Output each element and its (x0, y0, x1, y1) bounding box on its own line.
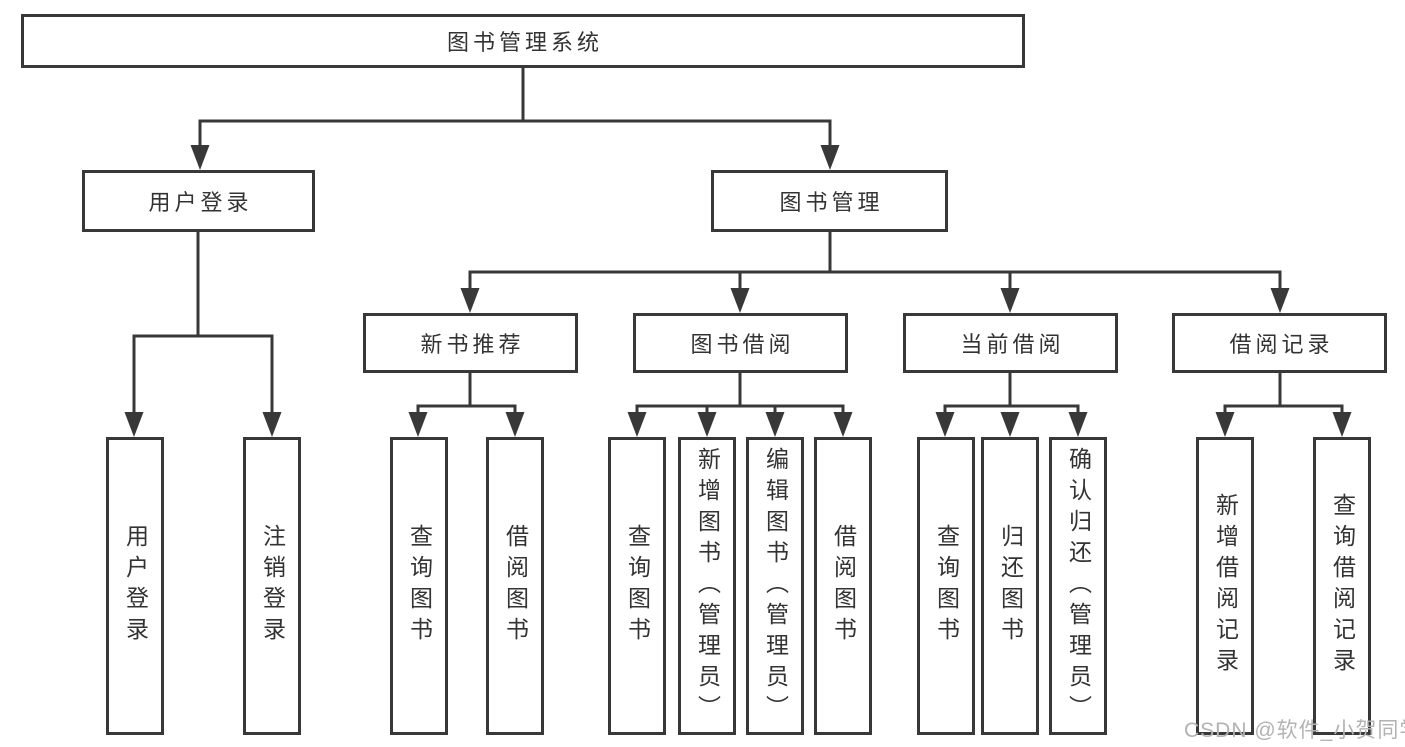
arrow-icon (190, 145, 210, 170)
arrowheads (124, 145, 1352, 437)
edge-new-book-recommend-children (416, 373, 517, 415)
arrow-icon (408, 412, 428, 437)
arrow-icon (627, 412, 647, 437)
leaf-query-book: 查询图书 (608, 437, 666, 735)
node-root-library-system: 图书管理系统 (21, 14, 1025, 68)
leaf-add-book-admin: 新增图书（管理员） (678, 437, 736, 735)
leaf-add-borrow-record: 新增借阅记录 (1196, 437, 1254, 735)
arrow-icon (505, 412, 525, 437)
csdn-watermark: CSDN @软件_小贺同学 (1184, 719, 1405, 742)
leaf-user-login: 用户登录 (106, 437, 164, 735)
arrow-icon (820, 145, 840, 170)
leaf-logout: 注销登录 (243, 437, 301, 735)
edge-user-login-children (132, 232, 274, 414)
node-book-borrow: 图书借阅 (633, 313, 848, 373)
leaf-query-book: 查询图书 (917, 437, 975, 735)
edge-borrow-record-children (1223, 373, 1344, 415)
arrow-icon (1000, 288, 1020, 313)
leaf-borrow-book: 借阅图书 (814, 437, 872, 735)
arrow-icon (730, 288, 750, 313)
edge-book-borrow-children (635, 373, 845, 415)
edge-current-borrow-children (943, 373, 1080, 415)
leaf-query-book: 查询图书 (390, 437, 448, 735)
arrow-icon (765, 412, 785, 437)
node-borrow-record: 借阅记录 (1172, 313, 1387, 373)
node-user-login: 用户登录 (82, 170, 315, 232)
arrow-icon (460, 288, 480, 313)
node-new-book-recommend: 新书推荐 (363, 313, 578, 373)
leaf-borrow-book: 借阅图书 (486, 437, 544, 735)
edge-root-to-level2 (198, 68, 832, 147)
arrow-icon (833, 412, 853, 437)
leaf-query-borrow-record: 查询借阅记录 (1313, 437, 1371, 735)
arrow-icon (697, 412, 717, 437)
leaf-confirm-return-admin: 确认归还（管理员） (1049, 437, 1107, 735)
leaf-edit-book-admin: 编辑图书（管理员） (746, 437, 804, 735)
arrow-icon (1332, 412, 1352, 437)
leaf-return-book: 归还图书 (981, 437, 1039, 735)
arrow-icon (1215, 412, 1235, 437)
node-current-borrow: 当前借阅 (903, 313, 1118, 373)
arrow-icon (124, 412, 144, 437)
arrow-icon (1270, 288, 1290, 313)
arrow-icon (1068, 412, 1088, 437)
edge-book-mgmt-to-level3 (468, 232, 1282, 291)
arrow-icon (935, 412, 955, 437)
arrow-icon (1000, 412, 1020, 437)
node-book-management: 图书管理 (711, 170, 948, 232)
arrow-icon (262, 412, 282, 437)
